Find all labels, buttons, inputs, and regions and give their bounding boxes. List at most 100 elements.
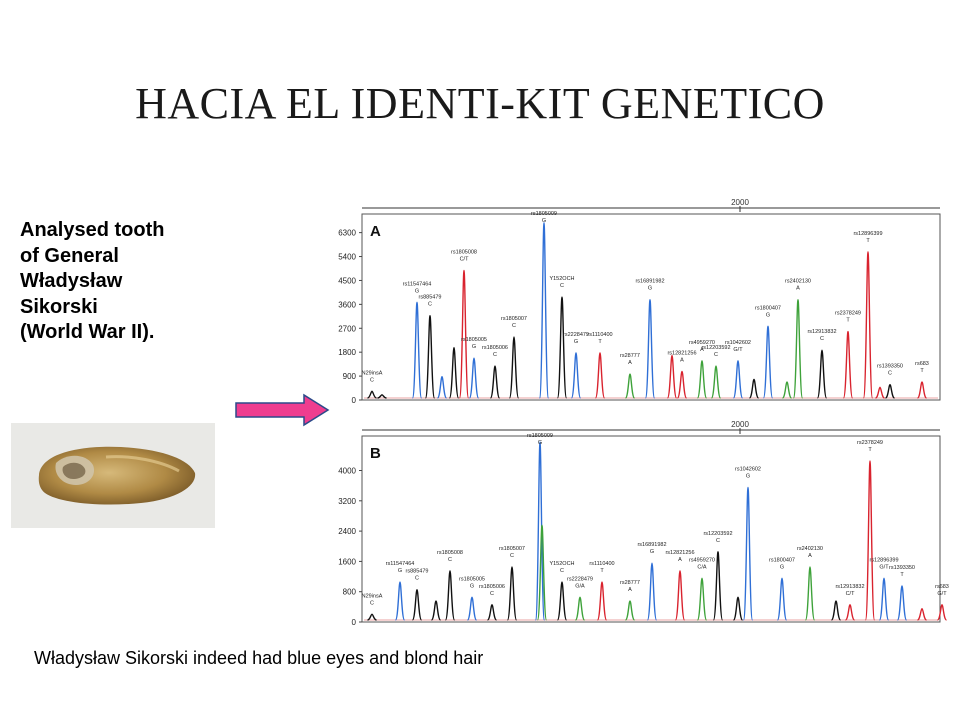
panel-b-ytick-label: 3200: [338, 497, 356, 506]
panel-a-peak-label: rs2228479: [563, 332, 589, 338]
panel-a-peak: [862, 251, 874, 399]
panel-a-peak-label: rs885479: [419, 295, 442, 301]
panel-b-peak-label: rs885479: [406, 569, 429, 575]
panel-a-peak-label: rs1805008: [451, 249, 477, 255]
panel-a-peak-allele: C: [888, 371, 892, 377]
panel-b-peak: [878, 577, 890, 621]
panel-a-peak: [436, 376, 448, 399]
panel-b-peak: [896, 585, 908, 621]
panel-b-peak-allele: A: [678, 557, 682, 563]
panel-b-peak: [536, 524, 548, 621]
panel-b-peak-label: rs12896399: [869, 557, 898, 563]
panel-a-ytick-label: 2700: [338, 324, 356, 333]
panel-a-peak-label: rs2378249: [835, 311, 861, 317]
panel-b-peak-allele: C: [510, 553, 514, 559]
panel-b-peak: [574, 596, 586, 621]
tooth-caption: Analysed tooth of General Władysław Siko…: [20, 218, 220, 346]
panel-b-peak-label: rs12821256: [665, 550, 694, 556]
tooth-photo: [11, 423, 215, 528]
panel-a-peak-label: rs1805007: [501, 316, 527, 322]
panel-b-peak-label: rs1110400: [589, 561, 614, 567]
slide-title: HACIA EL IDENTI-KIT GENETICO: [135, 79, 825, 128]
panel-a-peak: [732, 360, 744, 399]
panel-a-letter: A: [370, 223, 381, 240]
panel-a-peak-label: rs1805009: [531, 211, 557, 217]
panel-a-peak: [448, 346, 460, 399]
panel-a-peak-label: rs12913832: [807, 329, 836, 335]
panel-b-peak: [487, 604, 497, 621]
caption-line: Analysed tooth: [20, 219, 165, 241]
panel-b-peak-allele: G/A: [575, 583, 585, 589]
panel-b-peak-allele: G/T: [879, 564, 889, 570]
panel-b-peak-label: rs4959270: [689, 557, 715, 563]
panel-a-peak-allele: G: [542, 218, 546, 224]
panel-a-peak: [367, 390, 377, 399]
panel-a-ytick-label: 6300: [338, 229, 356, 238]
panel-a-peak: [748, 378, 760, 399]
panel-b-peak-label: rs1805005: [459, 576, 485, 582]
panel-b-peak-label: rs16891982: [637, 542, 666, 548]
panel-a-peak-allele: T: [846, 318, 850, 324]
panel-b-peak: [624, 600, 636, 621]
panel-b-peak-label: rs12203592: [703, 531, 732, 537]
panel-b-peak-label: rs1805007: [499, 546, 525, 552]
panel-a-scale-label: 2000: [731, 198, 749, 207]
panel-a-peak: [917, 381, 927, 399]
panel-a-peak-label: rs28777: [620, 353, 640, 359]
panel-b-peak-label: rs11547464: [386, 561, 415, 567]
panel-a-peak-label: rs2402130: [785, 279, 811, 285]
panel-b-peak: [830, 600, 842, 621]
panel-a-peak: [816, 349, 828, 399]
panel-b-peak-allele: G: [650, 549, 654, 555]
panel-a-peak-label: rs16891982: [635, 279, 664, 285]
panel-a-peak: [489, 365, 501, 399]
panel-b-ytick-label: 1600: [338, 557, 356, 566]
panel-b-peak-allele: C: [370, 600, 374, 606]
panel-a-peak-allele: C: [560, 283, 564, 289]
caption-line: Sikorski: [20, 295, 98, 318]
panel-a-peak-label: rs1805005: [461, 337, 487, 343]
panel-a-peak-allele: C/T: [460, 256, 470, 262]
panel-b-peak: [367, 613, 377, 621]
panel-b-peak: [394, 581, 406, 621]
panel-a-peak-allele: T: [866, 238, 870, 244]
panel-a-peak-allele: G: [472, 344, 476, 350]
panel-a-peak-allele: T: [598, 339, 602, 345]
panel-a-peak-allele: C: [512, 323, 516, 329]
panel-a-peak: [666, 354, 678, 399]
panel-a-peak-allele: T: [920, 368, 924, 374]
panel-a-peak: [875, 386, 885, 399]
panel-a-ytick-label: 3600: [338, 300, 356, 309]
panel-b-peak-label: rs2378249: [857, 440, 883, 446]
panel-a-peak: [556, 296, 568, 399]
panel-a-peak-label: N29insA: [362, 370, 383, 376]
panel-a-peak: [710, 365, 722, 399]
panel-b-peak: [556, 581, 568, 621]
panel-a-peak-allele: A: [628, 360, 632, 366]
panel-b-peak-allele: C/T: [846, 591, 856, 597]
panel-b-peak: [534, 441, 546, 621]
panel-b-ytick-label: 800: [343, 588, 357, 597]
panel-a-peak-label: rs1042602: [725, 340, 751, 346]
electropherogram-panel-a: 20006300540045003600270018009000AN29insA…: [338, 198, 941, 405]
panel-a-peak: [538, 221, 550, 399]
panel-b-peak: [845, 604, 855, 621]
panel-b-peak-label: rs12913832: [835, 584, 864, 590]
panel-a-peak-label: rs1393350: [877, 364, 903, 370]
panel-b-peak-allele: C: [448, 557, 452, 563]
panel-b-peak: [937, 604, 947, 621]
panel-b-peak: [430, 600, 442, 621]
panel-b-peak-label: rs1393350: [889, 565, 915, 571]
panel-a-peak-label: rs12203592: [701, 345, 730, 351]
panel-b-peak-label: N29insA: [362, 593, 383, 599]
panel-b-peak-allele: T: [900, 572, 904, 578]
panel-a-peak-allele: G/T: [733, 347, 743, 353]
panel-b-peak-allele: C: [415, 576, 419, 582]
panel-b-peak-label: rs1805008: [437, 550, 463, 556]
panel-b-ytick-label: 4000: [338, 467, 356, 476]
panel-a-peak-allele: A: [796, 286, 800, 292]
panel-b-peak-allele: T: [600, 568, 604, 574]
panel-a-peak-label: rs12821256: [667, 350, 696, 356]
panel-b-peak-label: rs1805006: [479, 584, 505, 590]
panel-a-peak: [624, 373, 636, 399]
